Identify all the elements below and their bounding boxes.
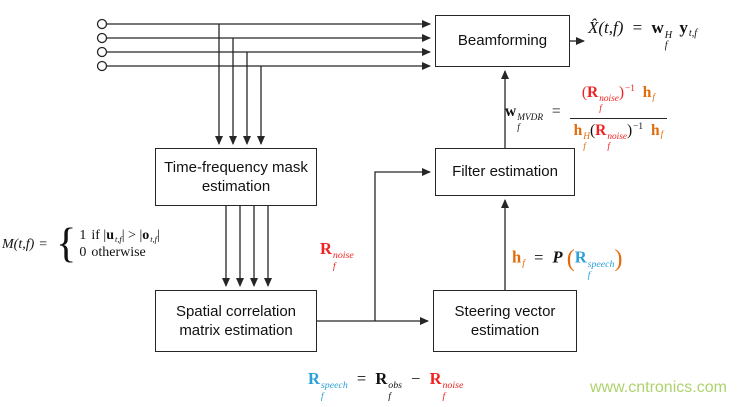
watermark: www.cntronics.com xyxy=(590,379,727,396)
spatial-correlation-label: Spatial correlation matrix estimation xyxy=(175,302,297,340)
filter-estimation-box: Filter estimation xyxy=(435,148,575,196)
steering-vector-label: Steering vector estimation xyxy=(454,302,556,340)
mask-formula: M(t,f) = { 1 if |ut,f| > |ot,f| 0 otherw… xyxy=(2,221,160,267)
filter-estimation-label: Filter estimation xyxy=(452,163,558,181)
mask-to-spatial-arrows xyxy=(222,206,272,287)
tf-mask-box: Time-frequency mask estimation xyxy=(155,148,317,206)
noise-to-filter-arrow xyxy=(374,168,431,321)
steering-vector-box: Steering vector estimation xyxy=(433,290,577,352)
beamforming-box: Beamforming xyxy=(435,15,570,67)
principal-eigenvector-operator: P xyxy=(552,247,563,267)
mask-cases: 1 if |ut,f| > |ot,f| 0 otherwise xyxy=(79,228,160,261)
spatial-correlation-box: Spatial correlation matrix estimation xyxy=(155,290,317,352)
mic-to-mask-arrows xyxy=(215,24,265,145)
mic-to-beamforming-arrows xyxy=(107,20,431,70)
mic-input-icon xyxy=(96,18,108,72)
beamforming-label: Beamforming xyxy=(457,32,548,50)
cases-brace: { xyxy=(56,221,77,267)
tf-mask-label: Time-frequency mask estimation xyxy=(164,158,308,196)
